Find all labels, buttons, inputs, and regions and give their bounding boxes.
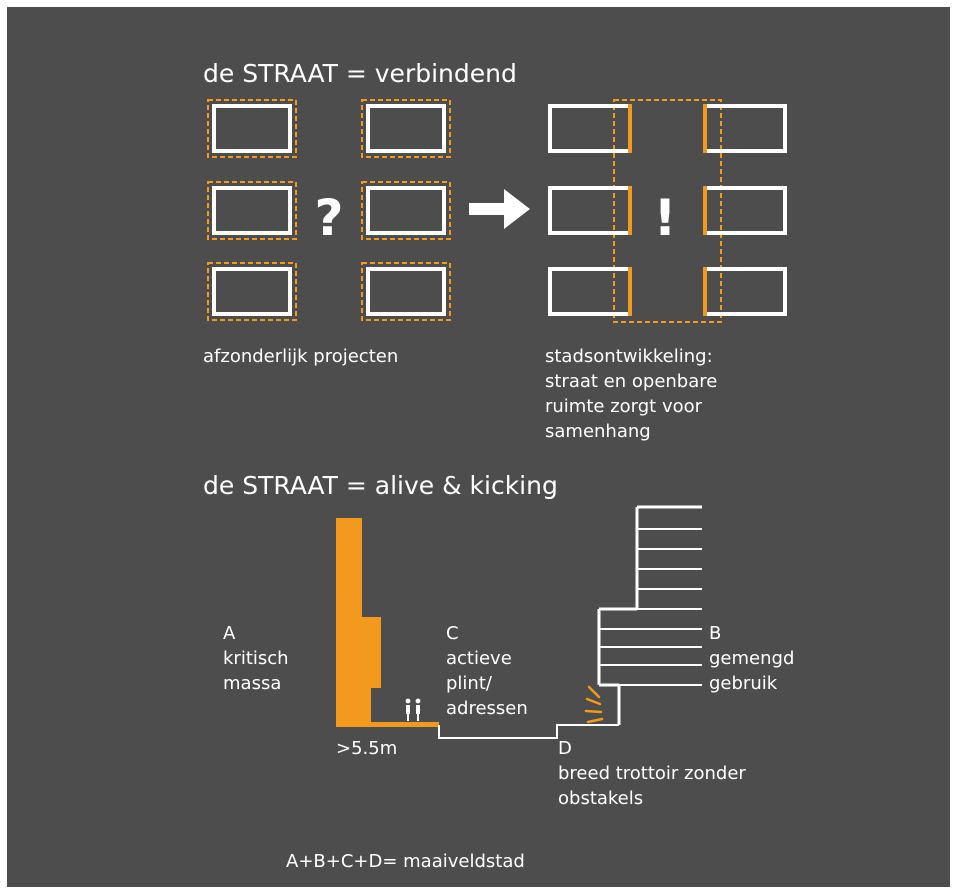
- separate-projects-grid: ?: [207, 99, 451, 321]
- project-parcel-outline: [361, 181, 451, 240]
- building-block: [212, 267, 292, 316]
- ray: [587, 685, 601, 699]
- label-b-line: B: [709, 623, 721, 644]
- project-parcel-outline: [207, 99, 297, 158]
- section1-title: de STRAAT = verbindend: [203, 59, 517, 88]
- label-d-line: breed trottoir zonder: [558, 763, 746, 784]
- label-d-line: obstakels: [558, 788, 643, 809]
- label-c-line: C: [446, 623, 459, 644]
- active-facade-marker: [703, 267, 707, 316]
- active-facade-marker: [703, 104, 707, 153]
- building-block: [212, 186, 292, 235]
- question-mark: ?: [314, 189, 343, 247]
- street-zone-outline: [613, 99, 722, 323]
- building-block: [366, 267, 446, 316]
- ray: [585, 697, 602, 706]
- right-caption-line: straat en openbare: [545, 371, 717, 392]
- active-facade-marker: [703, 186, 707, 235]
- label-a-line: A: [223, 623, 236, 644]
- right-caption-line: samenhang: [545, 421, 651, 442]
- building-block: [366, 186, 446, 235]
- dimension-label: >5.5m: [336, 738, 397, 759]
- building-block: [212, 104, 292, 153]
- active-facade-marker: [628, 186, 632, 235]
- right-caption-line: ruimte zorgt voor: [545, 396, 703, 417]
- label-b-line: gebruik: [709, 673, 778, 694]
- pedestrians-icon: [405, 698, 421, 721]
- project-parcel-outline: [207, 262, 297, 321]
- project-parcel-outline: [207, 181, 297, 240]
- project-parcel-outline: [361, 262, 451, 321]
- label-d-line: D: [558, 738, 572, 759]
- label-a-line: kritisch: [223, 648, 289, 669]
- project-parcel-outline: [361, 99, 451, 158]
- city-development-grid: !: [548, 99, 787, 323]
- panel-background: [7, 7, 950, 887]
- label-c-line: plint/: [446, 673, 493, 694]
- left-caption: afzonderlijk projecten: [203, 346, 398, 367]
- activity-rays-icon: [584, 685, 604, 724]
- mixed-use-building: [597, 505, 702, 725]
- label-c-line: adressen: [446, 698, 528, 719]
- label-b-line: gemengd: [709, 648, 794, 669]
- active-facade-marker: [628, 267, 632, 316]
- ray: [584, 709, 603, 714]
- ray: [586, 717, 604, 724]
- pedestrian-head: [405, 698, 411, 704]
- active-plinth-strip: [371, 722, 439, 727]
- label-c-line: actieve: [446, 648, 512, 669]
- right-caption-line: stadsontwikkeling:: [545, 346, 713, 367]
- critical-mass-building: [336, 518, 381, 727]
- arrow-right-icon: [469, 189, 530, 229]
- street-profile-line: [438, 724, 619, 739]
- pedestrian-body: [416, 705, 420, 721]
- diagram-panel: de STRAAT = verbindend ?: [7, 7, 950, 887]
- label-a-line: massa: [223, 673, 281, 694]
- exclamation-mark: !: [654, 189, 677, 247]
- pedestrian-body: [406, 705, 410, 721]
- building-block: [366, 104, 446, 153]
- section2-title: de STRAAT = alive & kicking: [203, 471, 558, 500]
- pedestrian-head: [415, 698, 421, 704]
- street-section: [336, 505, 702, 739]
- diagram-svg: de STRAAT = verbindend ?: [7, 7, 950, 887]
- footer-formula: A+B+C+D= maaiveldstad: [286, 851, 525, 872]
- active-facade-marker: [628, 104, 632, 153]
